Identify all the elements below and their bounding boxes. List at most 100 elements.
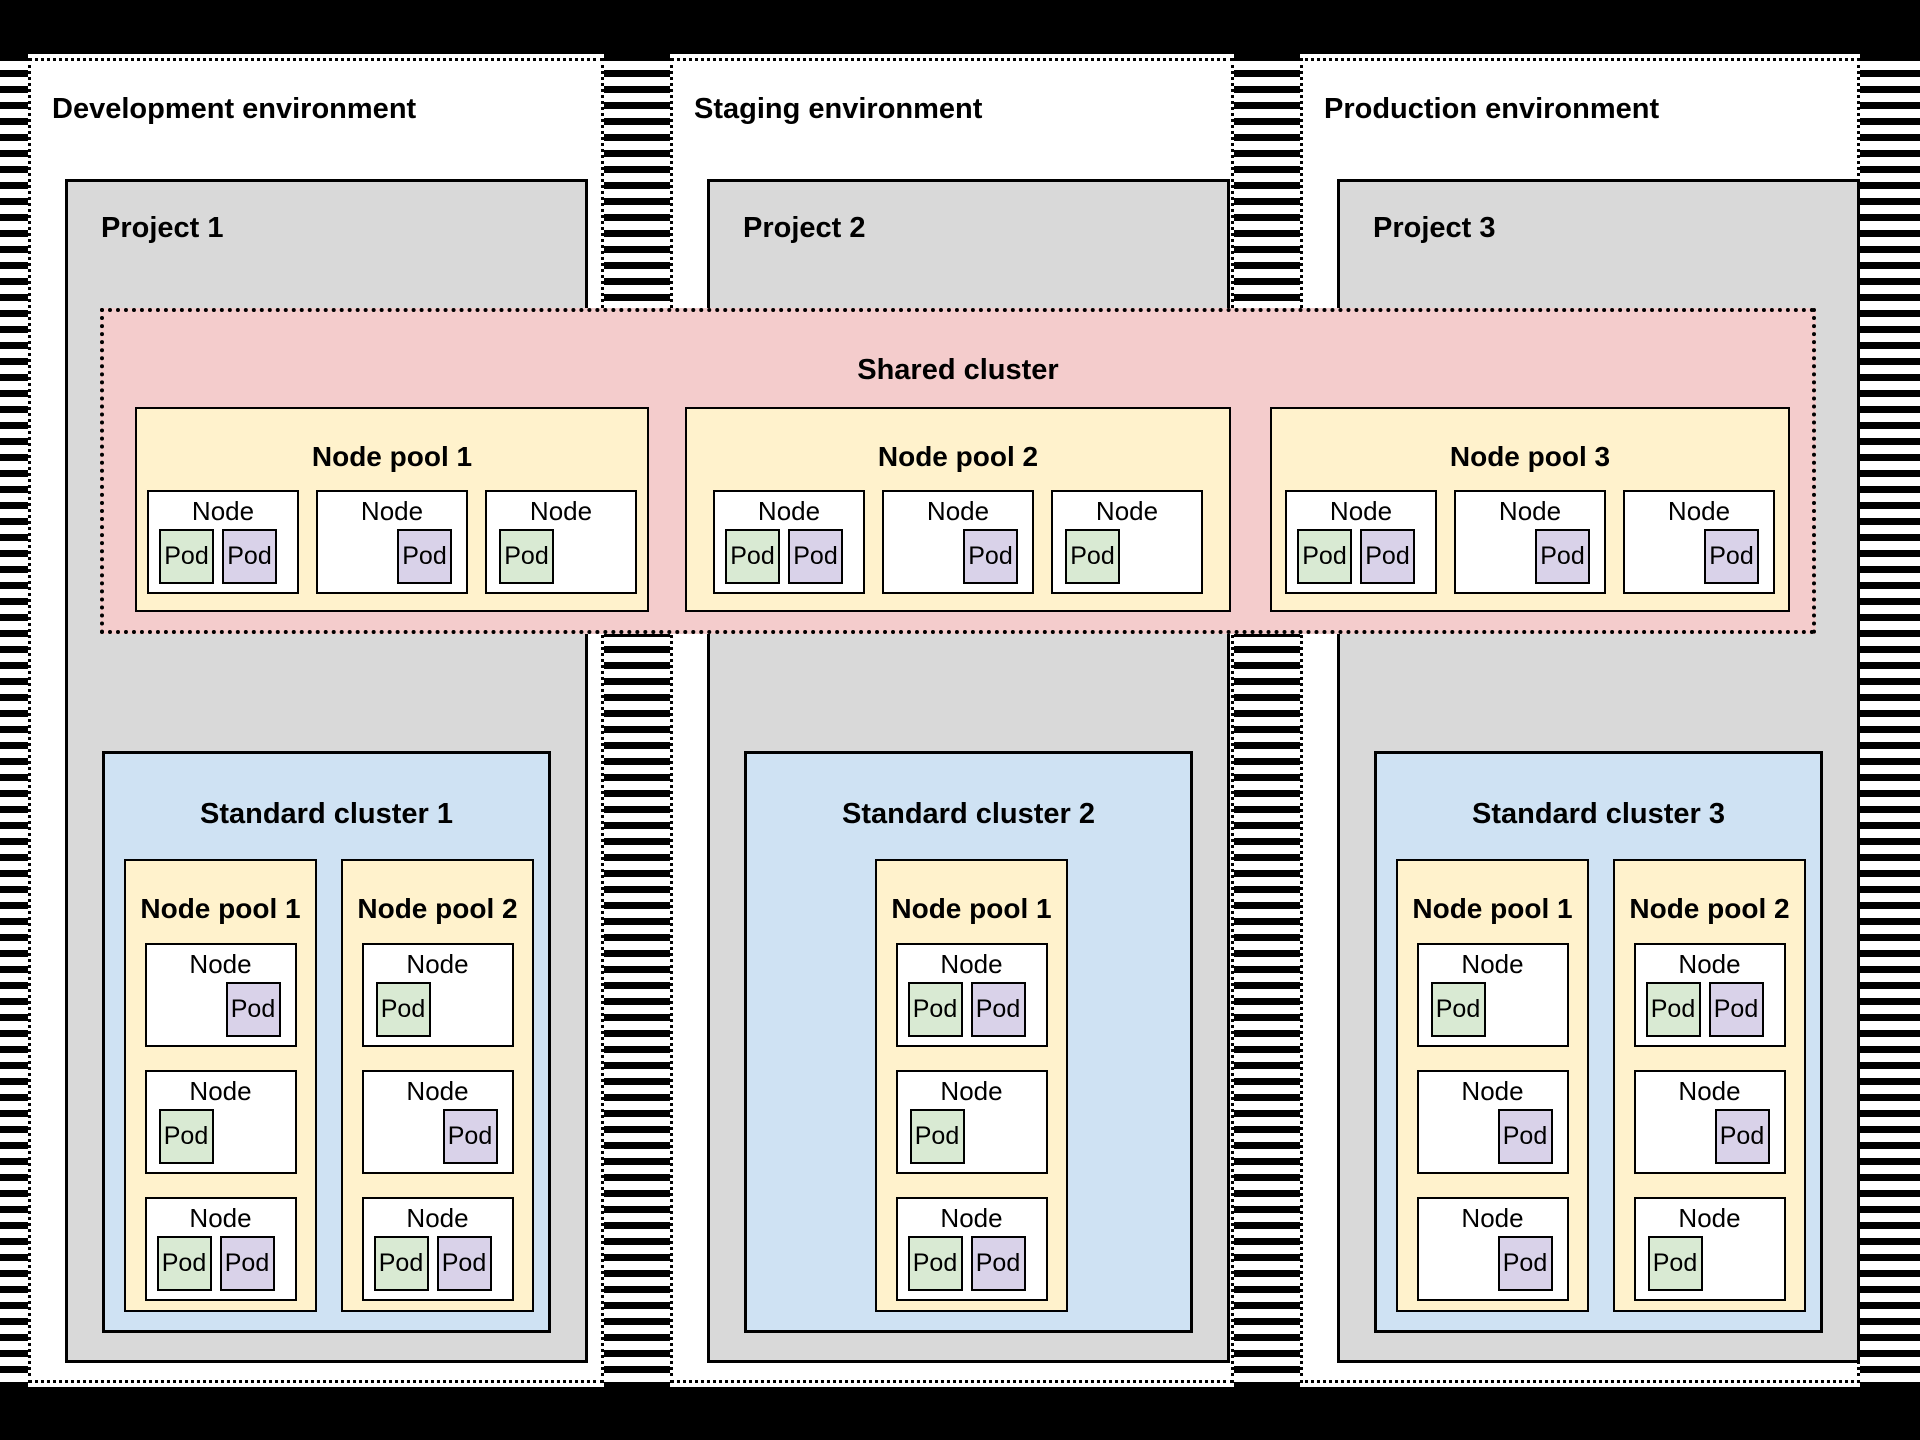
project-label: Project 1: [101, 212, 224, 244]
node-label: Node: [1678, 1203, 1741, 1233]
pod-purple: Pod: [219, 1236, 275, 1291]
node-label: Node: [1461, 1076, 1524, 1106]
node-label: Node: [360, 496, 424, 526]
node-pool-title: Node pool 2: [877, 441, 1039, 472]
node-label: Node: [926, 496, 990, 526]
node-label: Node: [940, 1203, 1003, 1233]
pod-row: Pod: [884, 529, 1032, 584]
node-label: Node: [529, 496, 593, 526]
pod-green: Pod: [159, 529, 214, 584]
node-label: Node: [1667, 496, 1731, 526]
hatched-separator: [0, 54, 28, 1387]
pod-green: Pod: [373, 1236, 429, 1291]
pod-purple: Pod: [970, 982, 1026, 1037]
pod-green: Pod: [499, 529, 554, 584]
pod-green: Pod: [907, 1236, 963, 1291]
node-label: Node: [189, 1076, 252, 1106]
pod-green: Pod: [158, 1109, 214, 1164]
bottom-frame-bar: [0, 1387, 1920, 1440]
node-label: Node: [1678, 1076, 1741, 1106]
node-pool-title: Node pool 1: [140, 893, 301, 924]
node-label: Node: [189, 1203, 252, 1233]
node-label: Node: [406, 1203, 469, 1233]
node-label: Node: [1461, 1203, 1524, 1233]
project-label: Project 3: [1373, 212, 1496, 244]
node-label: Node: [1461, 949, 1524, 979]
pod-row: Pod: [364, 982, 512, 1037]
pod-purple: Pod: [1535, 529, 1590, 584]
node-label: Node: [1329, 496, 1393, 526]
pod-row: Pod: [147, 982, 295, 1037]
pod-purple: Pod: [1714, 1109, 1770, 1164]
pod-row: Pod: [487, 529, 635, 584]
environment-label: Staging environment: [694, 93, 983, 125]
pod-row: Pod: [1636, 1236, 1784, 1291]
pod-purple: Pod: [222, 529, 277, 584]
pod-row: Pod: [318, 529, 466, 584]
pod-row: Pod: [898, 1109, 1046, 1164]
pod-green: Pod: [907, 982, 963, 1037]
pod-purple: Pod: [963, 529, 1018, 584]
pod-green: Pod: [1297, 529, 1352, 584]
pod-purple: Pod: [970, 1236, 1026, 1291]
pod-row: Pod: [1419, 1109, 1567, 1164]
node-pool-title: Node pool 1: [1412, 893, 1573, 924]
node-label: Node: [191, 496, 255, 526]
node-label: Node: [1095, 496, 1159, 526]
pod-row: Pod: [1419, 1236, 1567, 1291]
standard-cluster-title: Standard cluster 3: [1471, 798, 1726, 830]
top-frame-bar: [0, 0, 1920, 54]
node-label: Node: [940, 949, 1003, 979]
standard-cluster-title: Standard cluster 2: [841, 798, 1096, 830]
node-pool-title: Node pool 1: [891, 893, 1052, 924]
project-label: Project 2: [743, 212, 866, 244]
pod-green: Pod: [1647, 1236, 1703, 1291]
pod-row: Pod: [1636, 1109, 1784, 1164]
pod-row: Pod: [1625, 529, 1773, 584]
pod-purple: Pod: [397, 529, 452, 584]
pod-purple: Pod: [1497, 1109, 1553, 1164]
node-label: Node: [406, 1076, 469, 1106]
environment-label: Production environment: [1324, 93, 1660, 125]
project-box: Project 3 Standard cluster 3 Node pool 1 No…: [1337, 179, 1860, 1363]
pod-purple: Pod: [436, 1236, 492, 1291]
pod-purple: Pod: [1497, 1236, 1553, 1291]
pod-green: Pod: [156, 1236, 212, 1291]
